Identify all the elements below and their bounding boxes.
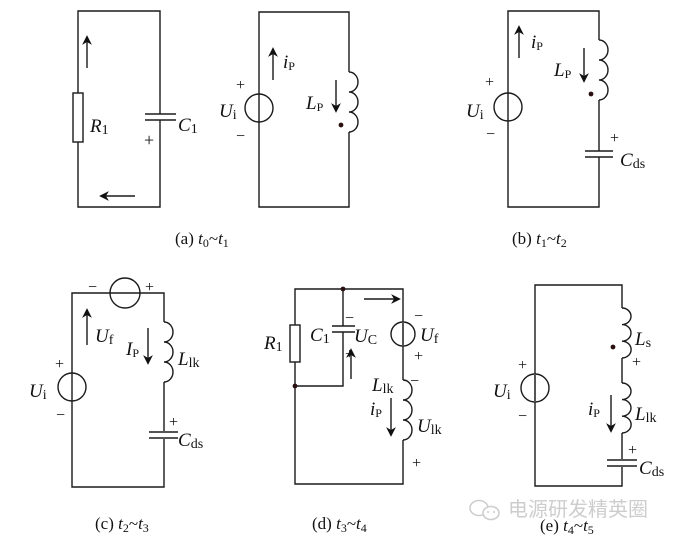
resistor-label: R1 [89,116,109,138]
source-label: Ui [29,381,47,403]
current-label: iP [531,32,543,53]
uc-label: UC [354,326,377,348]
source-label: Ui [466,101,484,123]
watermark-text: 电源研发精英圈 [508,497,648,521]
top-source-minus-sign: − [88,279,97,296]
wire [71,292,165,488]
inductor-llk [621,382,632,434]
junction-dot [292,383,298,389]
capacitor-label: Cds [639,458,664,480]
capacitor-label: Cds [178,430,203,452]
source-label: Ui [219,101,237,123]
inductor-ls-plus-sign: + [632,354,641,371]
resistor-r1 [289,324,301,363]
inductor-llk-label: Llk [634,404,656,426]
current-label: IP [125,339,139,360]
wire [258,11,350,208]
current-label: iP [588,399,600,420]
uf-minus-sign: − [414,308,423,325]
caption-c: (c) t2~t3 [95,514,149,535]
polarity-dot [610,344,616,350]
source-minus-sign: − [56,407,65,424]
wire [77,10,161,208]
inductor-lp [348,71,359,133]
wire [507,10,600,208]
inductor-ls-label: Ls [634,329,651,351]
wire [295,289,344,387]
inductor-label: LP [305,93,324,114]
inductor-ls [621,307,632,359]
inductor-label: Llk [371,375,393,397]
wechat-icon [469,499,500,521]
current-label: iP [370,399,382,420]
polarity-dot [588,91,594,97]
circuit-b: + − Ui iP LP + Cds [466,10,645,208]
capacitor-label: C1 [178,115,198,137]
capacitor-plus-sign: + [169,414,178,431]
inductor-label: LP [553,60,572,81]
watermark: 电源研发精英圈 [469,497,648,521]
uc-plus-sign: + [345,346,354,363]
circuit-d: R1 C1 − UC + − Uf + Llk − iP Ulk + [263,286,442,485]
source-plus-sign: + [236,77,245,94]
source-plus-sign: + [518,357,527,374]
wire [534,284,623,487]
circuit-a-rc-loop: R1 C1 + [72,10,198,208]
uc-minus-sign: − [345,310,354,327]
circuit-c: − + Uf IP Llk + − Ui + Cds [29,277,203,488]
capacitor-plus-sign: + [144,130,154,150]
polarity-dot [338,122,344,128]
caption-d: (d) t3~t4 [312,514,367,535]
source-plus-sign: + [55,356,64,373]
inductor-label: Llk [177,349,199,371]
resistor-label: R1 [263,333,283,355]
uf-label: Uf [420,325,439,347]
resistor-r1 [72,92,84,143]
source-label: Ui [493,381,511,403]
source-minus-sign: − [518,408,527,425]
capacitor-label: Cds [620,150,645,172]
junction-dot [340,286,346,292]
top-source-plus-sign: + [145,279,154,296]
ulk-plus-sign: + [412,455,421,472]
capacitor-plus-sign: + [628,442,637,459]
source-plus-sign: + [485,74,494,91]
caption-b: (b) t1~t2 [512,229,567,250]
circuit-a-source-loop: + − Ui iP LP [219,11,359,208]
inductor-minus-sign: − [410,373,419,390]
capacitor-plus-sign: + [610,130,619,147]
uf-plus-sign: + [414,348,423,365]
circuit-e: + − Ui Ls + iP Llk + Cds [493,284,664,487]
inductor-llk [402,379,413,441]
caption-a: (a) t0~t1 [175,229,229,250]
source-minus-sign: − [486,126,495,143]
inductor-llk [163,321,174,383]
source-minus-sign: − [236,128,245,145]
current-label: iP [283,52,295,73]
capacitor-label: C1 [310,325,330,347]
wire [294,288,404,485]
uf-label: Uf [95,326,114,348]
caption-e: (e) t4~t5 [540,516,594,537]
ulk-label: Ulk [417,416,442,438]
inductor-lp [598,39,609,101]
